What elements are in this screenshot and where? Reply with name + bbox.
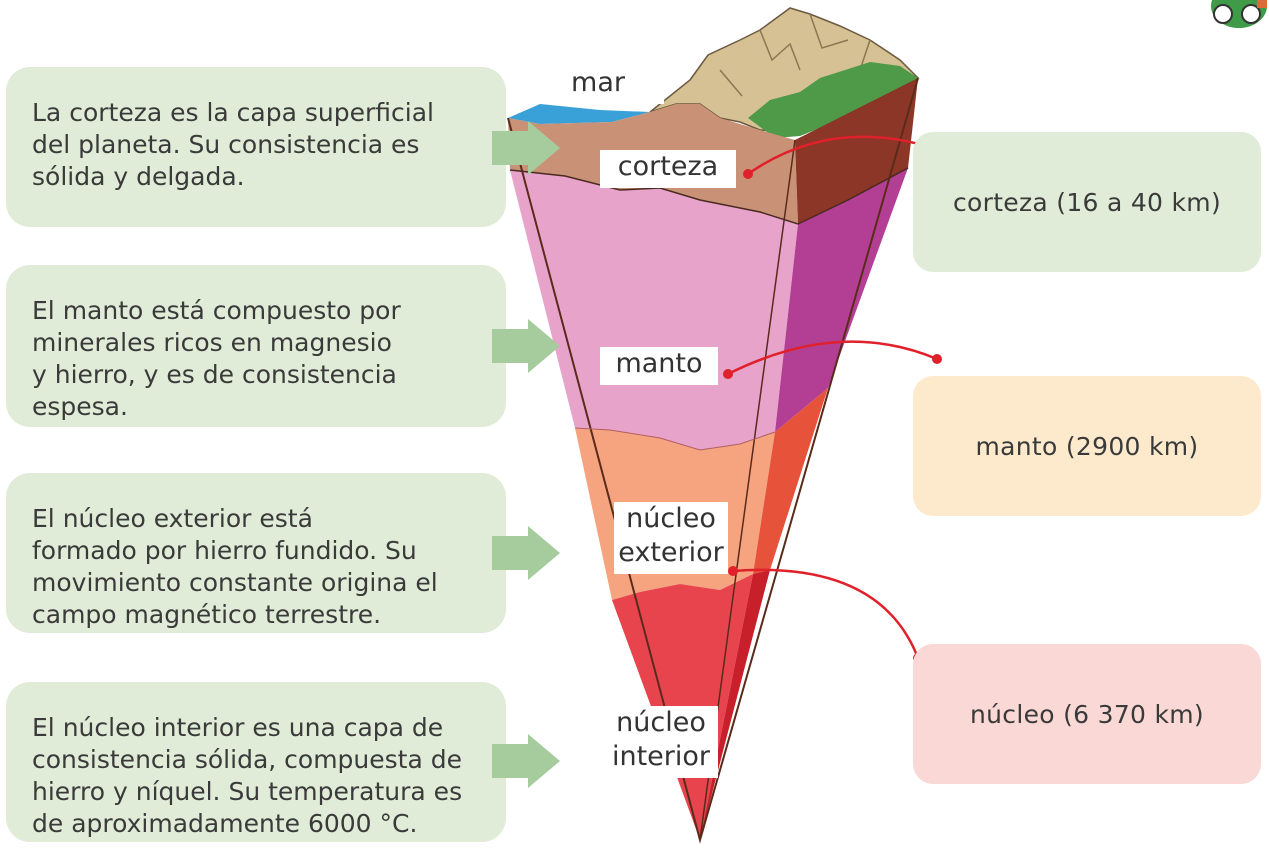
description-line: espesa. xyxy=(32,392,128,421)
description-line: del planeta. Su consistencia es xyxy=(32,130,420,159)
outer-core-label-line1: núcleo xyxy=(626,503,716,534)
description-line: y hierro, y es de consistencia xyxy=(32,360,397,389)
description-line: El núcleo exterior está xyxy=(32,504,313,533)
description-line: sólida y delgada. xyxy=(32,162,245,191)
crust-description-card: La corteza es la capa superficial del pl… xyxy=(6,67,506,227)
description-line: La corteza es la capa superficial xyxy=(32,98,434,127)
description-line: El núcleo interior es una capa de xyxy=(32,713,444,742)
crust-thickness-text: corteza (16 a 40 km) xyxy=(952,187,1221,217)
description-line: El manto está compuesto por xyxy=(32,296,401,325)
arrow-right-icon xyxy=(492,734,560,788)
crust-label: corteza xyxy=(600,150,736,188)
inner-core-label: núcleo interior xyxy=(604,706,718,778)
forest xyxy=(748,62,918,138)
description-line: campo magnético terrestre. xyxy=(32,600,382,629)
arrow-right-icon xyxy=(492,319,560,373)
description-line: hierro y níquel. Su temperatura es xyxy=(32,777,463,806)
mantle-side xyxy=(775,168,908,432)
outer-core-side xyxy=(753,388,828,574)
core-connector xyxy=(732,568,920,659)
description-line: formado por hierro fundido. Su xyxy=(32,536,417,565)
mantle-front xyxy=(510,170,798,450)
mantle-label-text: manto xyxy=(615,348,703,379)
mantle-description-card: El manto está compuesto por minerales ri… xyxy=(6,265,506,427)
sea-layer xyxy=(508,104,650,124)
crust-label-text: corteza xyxy=(617,151,719,182)
crust-thickness-card: corteza (16 a 40 km) xyxy=(913,132,1261,272)
core-thickness-text: núcleo (6 370 km) xyxy=(970,699,1204,729)
mantle-thickness-card: manto (2900 km) xyxy=(913,376,1261,516)
character-wheel-icon xyxy=(1211,0,1267,28)
core-thickness-card: núcleo (6 370 km) xyxy=(913,644,1261,784)
sea-label-text: mar xyxy=(571,67,625,98)
description-line: de aproximadamente 6000 °C. xyxy=(32,809,418,838)
description-line: consistencia sólida, compuesta de xyxy=(32,745,462,774)
crust-side xyxy=(795,78,918,224)
mantle-thickness-text: manto (2900 km) xyxy=(975,431,1199,461)
description-line: movimiento constante origina el xyxy=(32,568,438,597)
outer-core-label: núcleo exterior xyxy=(614,502,728,574)
description-line: minerales ricos en magnesio xyxy=(32,328,392,357)
inner-core-label-line1: núcleo xyxy=(616,707,706,738)
outer-core-label-line2: exterior xyxy=(618,537,724,568)
arrow-right-icon xyxy=(492,526,560,580)
sea-label: mar xyxy=(532,66,664,104)
inner-core-label-line2: interior xyxy=(611,741,711,772)
arrow-right-icon xyxy=(492,121,560,175)
mantle-connector xyxy=(727,340,938,376)
outer-core-description-card: El núcleo exterior está formado por hier… xyxy=(6,473,506,633)
mantle-label: manto xyxy=(600,347,718,385)
inner-core-description-card: El núcleo interior es una capa de consis… xyxy=(6,682,506,842)
